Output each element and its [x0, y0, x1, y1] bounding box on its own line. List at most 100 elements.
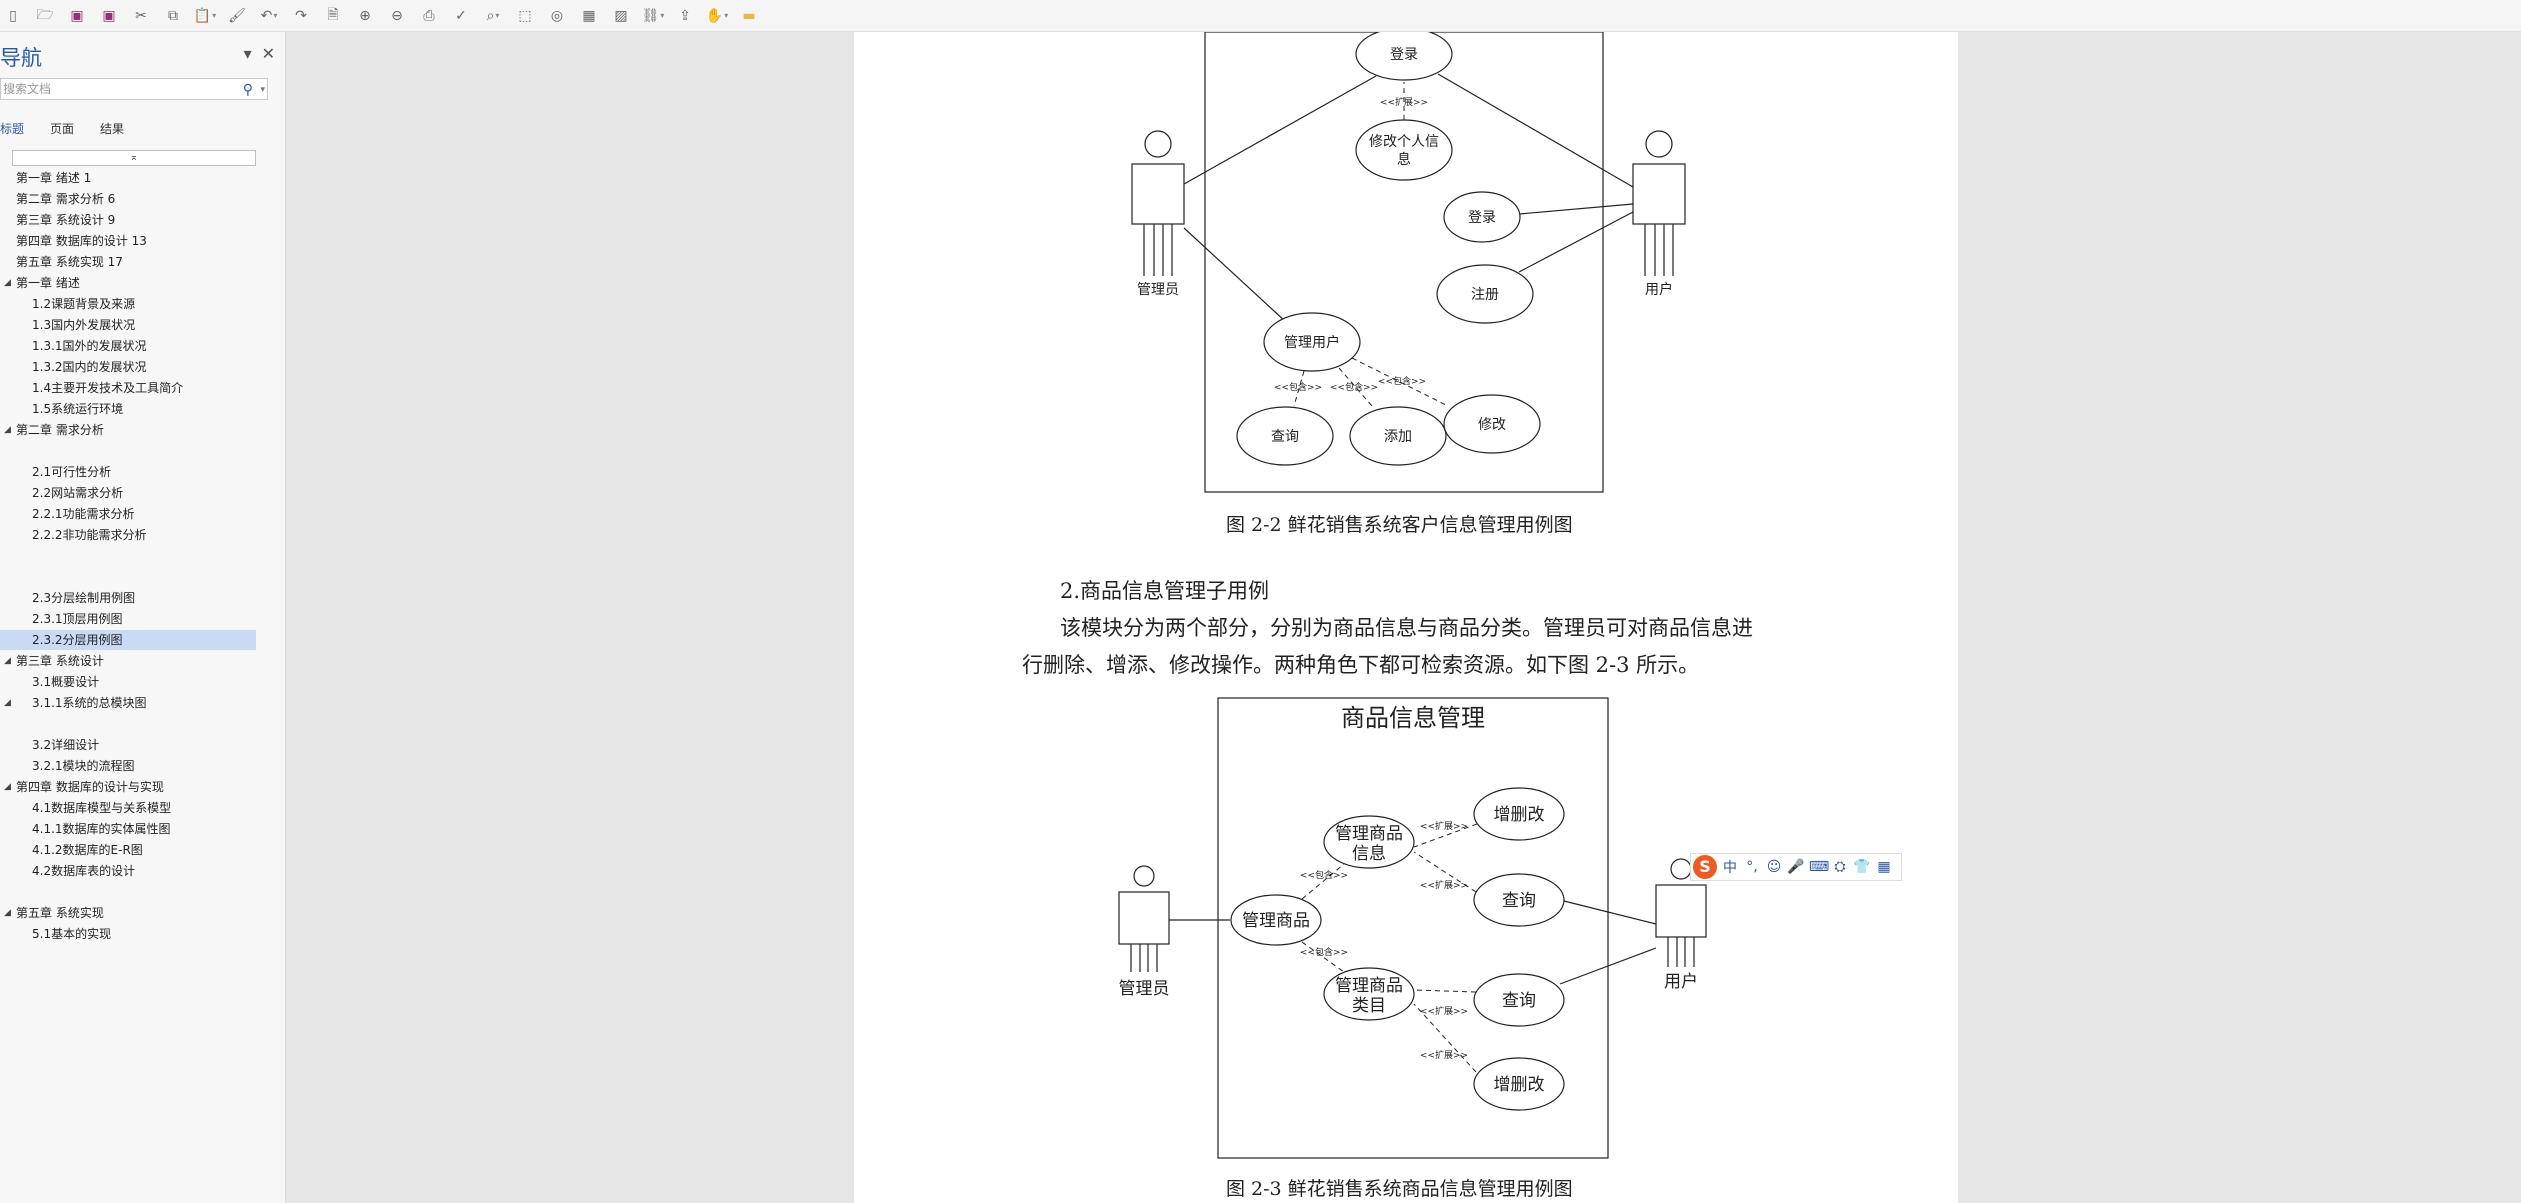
- toc-item[interactable]: 1.3.1国外的发展状况: [0, 336, 270, 356]
- uc-manage-user-label: 管理用户: [1284, 334, 1340, 351]
- zoom-in-icon[interactable]: ⊕: [359, 7, 371, 24]
- hand-icon[interactable]: ✋: [706, 5, 728, 27]
- nav-search-input[interactable]: 搜索文档 ⚲ ▾: [0, 78, 268, 100]
- tab-pages[interactable]: 页面: [50, 122, 75, 136]
- actor-admin-label: 管理员: [1119, 979, 1170, 999]
- expand-triangle-icon[interactable]: ◢: [4, 782, 11, 792]
- toc-item[interactable]: 1.4主要开发技术及工具简介: [0, 378, 270, 398]
- paste-icon[interactable]: 📋: [194, 5, 216, 27]
- ime-punctuation-icon[interactable]: °,: [1746, 859, 1758, 875]
- insert-table-icon[interactable]: ▦: [582, 7, 596, 24]
- expand-triangle-icon[interactable]: ◢: [4, 656, 11, 666]
- undo-icon[interactable]: ↶: [258, 5, 280, 27]
- document-page[interactable]: 管理员 用户 登录 修改个人信: [854, 32, 1958, 1203]
- search-dropdown-icon[interactable]: ▾: [260, 85, 265, 95]
- toc-item[interactable]: 1.3国内外发展状况: [0, 315, 270, 335]
- ime-keyboard-icon[interactable]: ⌨: [1809, 859, 1830, 875]
- save-as-icon[interactable]: ▣: [102, 7, 116, 24]
- toc-item[interactable]: 2.2.1功能需求分析: [0, 504, 270, 524]
- uc-login-label: 登录: [1468, 210, 1496, 226]
- print-icon[interactable]: ⎙: [423, 7, 435, 24]
- spell-check-icon[interactable]: ✓: [455, 7, 467, 24]
- folder-icon[interactable]: ▬: [742, 7, 756, 24]
- uc-crud-top: [1473, 787, 1565, 841]
- toc-item[interactable]: 3.2详细设计: [0, 735, 270, 755]
- toc-item[interactable]: 2.2.2非功能需求分析: [0, 525, 270, 545]
- uc-goods-category: [1323, 967, 1415, 1021]
- toc-item[interactable]: 第三章 系统设计 9: [0, 210, 270, 230]
- toc-item[interactable]: 2.3.1顶层用例图: [0, 609, 270, 629]
- toc-item-label: 1.3国内外发展状况: [32, 318, 136, 332]
- toc-item[interactable]: 4.1数据库模型与关系模型: [0, 798, 270, 818]
- toc-item[interactable]: 1.3.2国内的发展状况: [0, 357, 270, 377]
- circle-icon[interactable]: ◎: [550, 7, 564, 24]
- cut-icon[interactable]: ✂: [135, 7, 147, 24]
- toc-item-empty[interactable]: [0, 567, 270, 587]
- toc-item[interactable]: 1.5系统运行环境: [0, 399, 270, 419]
- insert-image-icon[interactable]: ▨: [614, 7, 628, 24]
- toc-item[interactable]: 4.2数据库表的设计: [0, 861, 270, 881]
- find-icon[interactable]: ⌕: [482, 5, 504, 27]
- toc-item-empty[interactable]: [0, 882, 270, 902]
- toc-item-label: 1.5系统运行环境: [32, 402, 124, 416]
- ime-skin-icon[interactable]: 👕: [1853, 859, 1871, 875]
- toc-item-empty[interactable]: [0, 714, 270, 734]
- ime-mode-icon[interactable]: 中: [1723, 860, 1737, 876]
- expand-triangle-icon[interactable]: ◢: [4, 908, 11, 918]
- toc-item[interactable]: ◢第五章 系统实现: [0, 903, 270, 923]
- share-icon[interactable]: ⇪: [679, 7, 691, 24]
- open-folder-icon[interactable]: 🗁: [36, 6, 54, 23]
- toc-item[interactable]: ◢第三章 系统设计: [0, 651, 270, 671]
- ime-emoji-icon[interactable]: ☺: [1766, 859, 1782, 875]
- uc-register: [1436, 264, 1534, 324]
- redo-icon[interactable]: ↷: [295, 7, 307, 24]
- collapse-all-button[interactable]: ⌅: [12, 150, 256, 166]
- toc-item[interactable]: 第五章 系统实现 17: [0, 252, 270, 272]
- copy-icon[interactable]: ⧉: [168, 7, 178, 24]
- ime-voice-icon[interactable]: 🎤: [1787, 859, 1805, 875]
- expand-triangle-icon[interactable]: ◢: [4, 278, 11, 288]
- link-icon[interactable]: ⛓: [642, 5, 664, 27]
- toc-item-label: 第二章 需求分析 6: [16, 192, 116, 206]
- toc-item[interactable]: ◢3.1.1系统的总模块图: [0, 693, 270, 713]
- toc-item[interactable]: ◢第一章 绪述: [0, 273, 270, 293]
- toc-item[interactable]: 2.3分层绘制用例图: [0, 588, 270, 608]
- toc-item[interactable]: 3.1概要设计: [0, 672, 270, 692]
- ime-toolbar[interactable]: S 中 °, ☺ 🎤 ⌨ ⛭ 👕 ▦: [1690, 853, 1902, 881]
- expand-triangle-icon[interactable]: ◢: [4, 698, 11, 708]
- uc-goods-info-label-2: 信息: [1352, 844, 1386, 864]
- select-icon[interactable]: ⬚: [518, 7, 532, 24]
- ime-menu-icon[interactable]: ▦: [1877, 859, 1891, 875]
- search-icon[interactable]: ⚲: [242, 82, 253, 98]
- toc-item-label: 2.3分层绘制用例图: [32, 591, 136, 605]
- toc-item[interactable]: 4.1.2数据库的E-R图: [0, 840, 270, 860]
- toc-item[interactable]: 第一章 绪述 1: [0, 168, 270, 188]
- toc-item-empty[interactable]: [0, 546, 270, 566]
- toc-item[interactable]: 第二章 需求分析 6: [0, 189, 270, 209]
- toc-item[interactable]: ◢第二章 需求分析: [0, 420, 270, 440]
- toc-item[interactable]: ◢第四章 数据库的设计与实现: [0, 777, 270, 797]
- new-doc-icon[interactable]: ▯: [9, 7, 17, 24]
- ime-tools-icon[interactable]: ⛭: [1834, 859, 1846, 875]
- tab-headings[interactable]: 标题: [0, 122, 25, 136]
- expand-triangle-icon[interactable]: ◢: [4, 425, 11, 435]
- toc-item[interactable]: 5.1基本的实现: [0, 924, 270, 944]
- toc-item[interactable]: 3.2.1模块的流程图: [0, 756, 270, 776]
- toc-item[interactable]: 2.3.2分层用例图: [0, 630, 256, 650]
- sogou-logo-icon[interactable]: S: [1693, 855, 1717, 879]
- chevron-down-icon[interactable]: ▾: [243, 44, 252, 63]
- toc-item[interactable]: 2.1可行性分析: [0, 462, 270, 482]
- toc-item-empty[interactable]: [0, 441, 270, 461]
- tab-results[interactable]: 结果: [100, 122, 125, 136]
- zoom-out-icon[interactable]: ⊖: [391, 7, 403, 24]
- close-icon[interactable]: ✕: [261, 44, 275, 63]
- rel-include-label-1: <<包含>>: [1274, 381, 1322, 393]
- save-icon[interactable]: ▣: [70, 7, 84, 24]
- toc-item[interactable]: 4.1.1数据库的实体属性图: [0, 819, 270, 839]
- toc-item[interactable]: 第四章 数据库的设计 13: [0, 231, 270, 251]
- uc-login-top-label: 登录: [1390, 47, 1418, 63]
- print-preview-icon[interactable]: 🗎: [327, 6, 339, 23]
- toc-item[interactable]: 2.2网站需求分析: [0, 483, 270, 503]
- toc-item[interactable]: 1.2课题背景及来源: [0, 294, 270, 314]
- format-painter-icon[interactable]: 🖌: [228, 7, 246, 24]
